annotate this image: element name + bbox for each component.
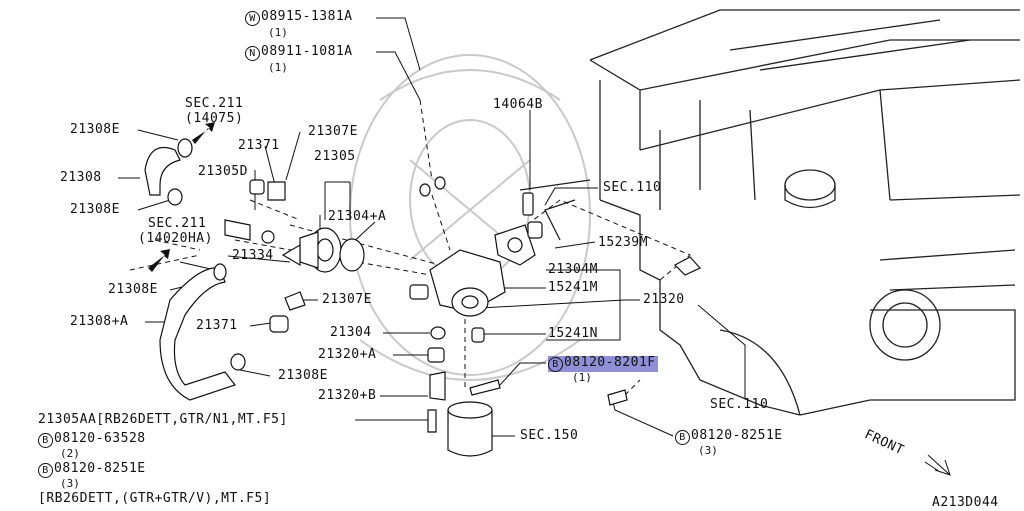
part-label-21320[interactable]: 21320: [643, 292, 685, 307]
part-label-21308e[interactable]: 21308E: [278, 368, 328, 383]
arrow-up-right-icon: [148, 249, 170, 272]
section-ref-110[interactable]: SEC.110: [603, 180, 662, 195]
part-label-21304m[interactable]: 21304M: [548, 262, 598, 277]
part-label-21307e[interactable]: 21307E: [308, 124, 358, 139]
engine-block: [519, 9, 1021, 416]
part-label-21304[interactable]: 21304: [330, 325, 372, 340]
part-label-21304a[interactable]: 21304+A: [328, 209, 387, 224]
part-qty: (3): [60, 477, 80, 490]
part-label-21308[interactable]: 21308: [60, 170, 102, 185]
diagram-code: A213D044: [932, 495, 999, 510]
part-label-15241m[interactable]: 15241M: [548, 280, 598, 295]
section-ref-150[interactable]: SEC.150: [520, 428, 579, 443]
part-qty: (3): [698, 444, 718, 457]
part-qty: (1): [268, 61, 288, 74]
part-label-21307e[interactable]: 21307E: [322, 292, 372, 307]
parts: [144, 138, 701, 457]
part-label-21371[interactable]: 21371: [238, 138, 280, 153]
part-label-21305aa[interactable]: 21305AA[RB26DETT,GTR/N1,MT.F5]: [38, 412, 288, 427]
arrow-up-right-icon: [192, 122, 215, 144]
part-label-21308e[interactable]: 21308E: [70, 202, 120, 217]
section-ref-sub: (14075): [185, 111, 244, 126]
part-label-21308e[interactable]: 21308E: [108, 282, 158, 297]
part-qty: (1): [268, 26, 288, 39]
part-label-15241n[interactable]: 15241N: [548, 326, 598, 341]
part-label-21308a[interactable]: 21308+A: [70, 314, 129, 329]
leader-lines: [118, 17, 746, 437]
flow-arrows: [148, 122, 951, 476]
part-label-21371[interactable]: 21371: [196, 318, 238, 333]
section-ref-110[interactable]: SEC.110: [710, 397, 769, 412]
section-ref-211-top[interactable]: SEC.211: [185, 96, 244, 111]
part-qty: (1): [572, 371, 592, 384]
part-label-21305[interactable]: 21305: [314, 149, 356, 164]
part-qty: (2): [60, 447, 80, 460]
front-arrow-icon: [924, 454, 951, 476]
part-label-21334[interactable]: 21334: [232, 248, 274, 263]
section-ref-211-mid[interactable]: SEC.211: [148, 216, 207, 231]
part-label-21320a[interactable]: 21320+A: [318, 347, 377, 362]
part-label-15239m[interactable]: 15239M: [598, 235, 648, 250]
part-label-21305d[interactable]: 21305D: [198, 164, 248, 179]
section-ref-sub: (14020HA): [138, 231, 213, 246]
part-label-14064b[interactable]: 14064B: [493, 97, 543, 112]
footnote: [RB26DETT,(GTR+GTR/V),MT.F5]: [38, 491, 272, 506]
part-label-21320b[interactable]: 21320+B: [318, 388, 377, 403]
part-label-21308e[interactable]: 21308E: [70, 122, 120, 137]
